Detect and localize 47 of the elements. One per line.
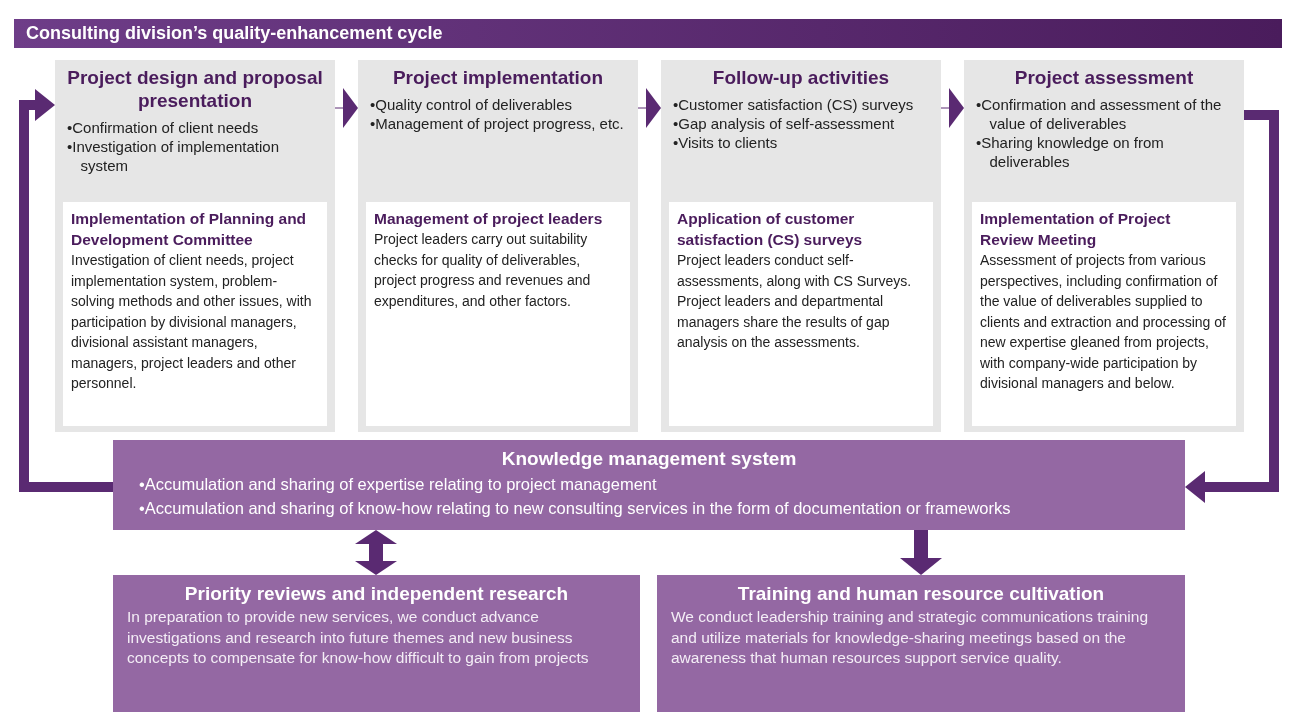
program-box xyxy=(657,575,1185,712)
box-heading: Priority reviews and independent research xyxy=(183,582,570,606)
stage-panel xyxy=(55,60,335,432)
detail-card xyxy=(972,202,1236,426)
stage-heading: Project design and proposal presentation xyxy=(67,66,323,112)
arrow xyxy=(19,89,113,492)
bullet-item: •Sharing knowledge on from deliverables xyxy=(976,133,1165,171)
bullet-item: •Management of project progress, etc. xyxy=(370,114,625,133)
card-heading: Implementation of Project Review Meeting xyxy=(980,209,1172,250)
stage-panel xyxy=(964,60,1244,432)
arrow xyxy=(355,530,397,575)
box-heading: Knowledge management system xyxy=(500,447,798,471)
stage-heading: Project implementation xyxy=(391,66,605,89)
stage-heading: Follow-up activities xyxy=(711,66,891,89)
bullet-item: •Gap analysis of self-assessment xyxy=(673,114,896,133)
arrow xyxy=(940,88,964,128)
arrow xyxy=(1185,110,1279,503)
detail-card xyxy=(63,202,327,426)
card-description: Investigation of client needs, project implementation system, problem-solving methods and other issues, with participation by divisional managers, divisional assistant managers, managers, project leaders and other personnel. xyxy=(71,251,313,393)
bullet-item: •Customer satisfaction (CS) surveys xyxy=(673,95,915,114)
arrow xyxy=(637,88,661,128)
bullet-item: •Visits to clients xyxy=(673,133,779,152)
arrow xyxy=(334,88,358,128)
title-bar: Consulting division’s quality-enhancement cycle xyxy=(14,19,1282,48)
stage-heading: Project assessment xyxy=(1013,66,1195,89)
bullet-item: •Accumulation and sharing of know-how relating to new consulting services in the form of documentation or frameworks xyxy=(138,498,1012,519)
program-box xyxy=(113,440,1185,530)
card-heading: Management of project leaders xyxy=(374,209,604,229)
stage-panel xyxy=(661,60,941,432)
box-description: In preparation to provide new services, we conduct advance investigations and research into future themes and new business concepts to compensate for know-how difficult to gain from projects xyxy=(127,607,590,668)
box-description: We conduct leadership training and strategic communications training and utilize materials for knowledge-sharing meetings based on the awareness that human resources support service quality. xyxy=(671,607,1150,668)
card-description: Project leaders carry out suitability checks for quality of deliverables, project progress and revenues and expenditures, and other factors. xyxy=(374,230,592,311)
bullet-item: •Investigation of implementation system xyxy=(67,137,281,175)
box-heading: Training and human resource cultivation xyxy=(736,582,1106,606)
bullet-item: •Quality control of deliverables xyxy=(370,95,574,114)
card-heading: Application of customer satisfaction (CS) surveys xyxy=(677,209,864,250)
arrow xyxy=(900,530,942,575)
card-description: Assessment of projects from various perspectives, including confirmation of the value of deliverables supplied to clients and extraction and processing of new expertise gleaned from projects, with company-wide participation by divisional managers and below. xyxy=(980,251,1227,393)
stage-panel xyxy=(358,60,638,432)
detail-card xyxy=(669,202,933,426)
card-description: Project leaders conduct self-assessments, along with CS Surveys. Project leaders and departmental managers share the results of gap analysis on the assessments. xyxy=(677,251,913,352)
bullet-item: •Confirmation and assessment of the value of deliverables xyxy=(976,95,1223,133)
bullet-item: •Confirmation of client needs xyxy=(67,118,260,137)
card-heading: Implementation of Planning and Development Committee xyxy=(71,209,308,250)
program-box xyxy=(113,575,640,712)
detail-card xyxy=(366,202,630,426)
bullet-item: •Accumulation and sharing of expertise relating to project management xyxy=(138,474,658,495)
